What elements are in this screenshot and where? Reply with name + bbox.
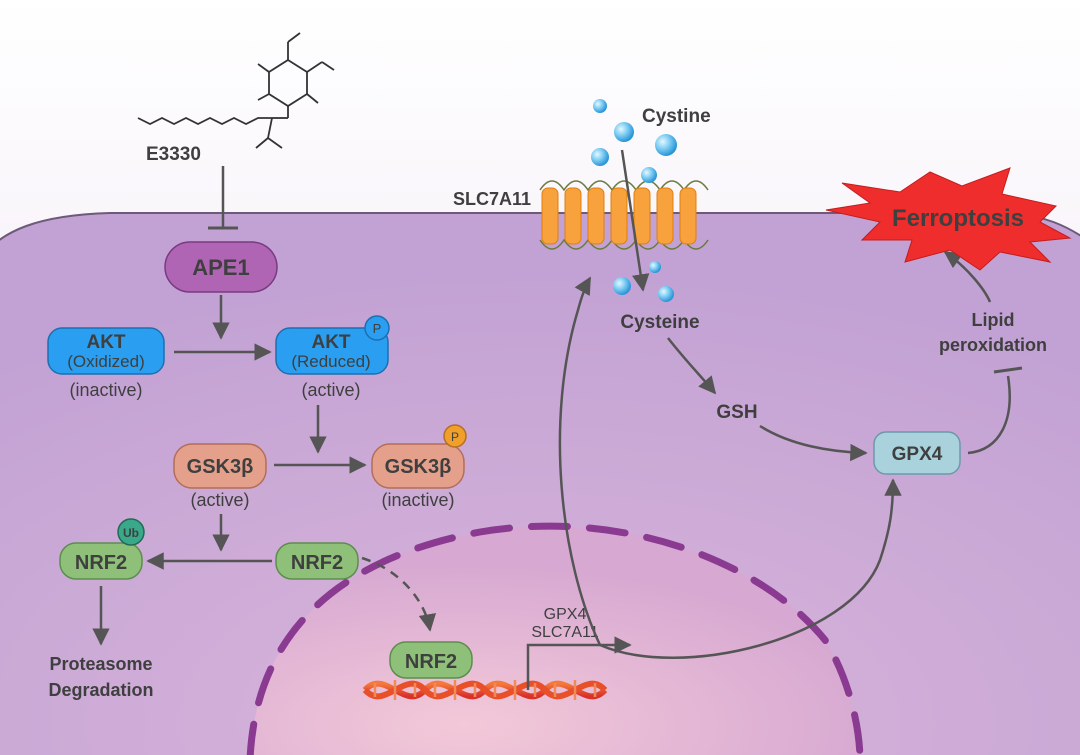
nrf2-cyto-node xyxy=(275,542,359,580)
akt-phospho-badge-label: P xyxy=(373,321,382,336)
ape1-node xyxy=(164,241,278,293)
ape1-label: APE1 xyxy=(192,255,249,280)
upregulate-gpx4-arrow xyxy=(599,478,902,659)
e3330-structure-icon xyxy=(137,32,335,149)
lipid-label-2: peroxidation xyxy=(939,335,1047,355)
gene-target-gpx4: GPX4 xyxy=(544,606,587,623)
akt-oxidized-sublabel: (Oxidized) xyxy=(67,352,144,371)
gsh-label: GSH xyxy=(716,402,757,423)
gsk-phospho-badge xyxy=(443,424,467,448)
nrf2-cyto-label: NRF2 xyxy=(291,552,343,574)
cysteine-to-gsh-arrow xyxy=(667,337,717,395)
nrf2-nucleus-node xyxy=(389,641,473,679)
akt-oxidized-state: (inactive) xyxy=(69,380,142,400)
nrf2-translocation-arrow xyxy=(361,556,437,632)
slc7a11-label: SLC7A11 xyxy=(453,189,531,209)
nrf2-ub-label: NRF2 xyxy=(75,552,127,574)
cystine-label: Cystine xyxy=(642,106,711,127)
gsk3b-active-label: GSK3β xyxy=(187,456,254,478)
gsk3b-active-node xyxy=(173,443,267,489)
gsk3b-inactive-node xyxy=(371,443,465,489)
akt-oxidized-node xyxy=(47,327,165,375)
ubiquitin-badge xyxy=(117,518,145,546)
degradation-label-2: Degradation xyxy=(48,680,153,700)
transcription-arrow xyxy=(526,636,632,690)
akt-oxidized-label: AKT xyxy=(86,332,125,353)
gsk3b-inactive-label: GSK3β xyxy=(385,456,452,478)
ubiquitin-badge-label: Ub xyxy=(123,526,139,540)
cysteine-molecules-icon xyxy=(613,261,674,302)
dna-helix-icon xyxy=(362,680,608,700)
gsk-phospho-badge-label: P xyxy=(451,430,459,444)
slc7a11-transporter-icon xyxy=(539,180,709,250)
lipid-label-1: Lipid xyxy=(972,310,1015,330)
gpx4-label: GPX4 xyxy=(892,444,943,465)
nrf2-nucleus-label: NRF2 xyxy=(405,651,457,673)
ferroptosis-label: Ferroptosis xyxy=(892,205,1024,232)
akt-reduced-label: AKT xyxy=(311,332,350,353)
degradation-label-1: Proteasome xyxy=(49,654,152,674)
gpx4-inhibition-bar xyxy=(993,366,1023,374)
akt-reduced-state: (active) xyxy=(301,380,360,400)
cysteine-label: Cysteine xyxy=(620,312,699,333)
nuclear-envelope xyxy=(246,522,864,755)
gsk3b-active-state: (active) xyxy=(190,490,249,510)
akt-phospho-badge xyxy=(364,315,390,341)
cystine-molecules-icon xyxy=(591,99,677,183)
gene-target-slc7a11: SLC7A11 xyxy=(531,624,598,641)
cystine-import-arrow xyxy=(620,149,650,292)
gsk3b-inactive-state: (inactive) xyxy=(381,490,454,510)
ferroptosis-burst-icon xyxy=(825,167,1072,271)
lipid-to-ferroptosis-arrow xyxy=(943,250,992,303)
upregulate-slc7a11-arrow xyxy=(558,276,602,646)
akt-reduced-sublabel: (Reduced) xyxy=(291,352,370,371)
gpx4-node xyxy=(873,431,961,475)
gpx4-inhibition-line xyxy=(967,375,1011,455)
gsh-to-gpx4-arrow xyxy=(759,424,868,462)
e3330-label: E3330 xyxy=(146,144,201,165)
nucleus xyxy=(250,526,860,755)
akt-reduced-node xyxy=(275,327,389,375)
nrf2-ub-node xyxy=(59,542,143,580)
